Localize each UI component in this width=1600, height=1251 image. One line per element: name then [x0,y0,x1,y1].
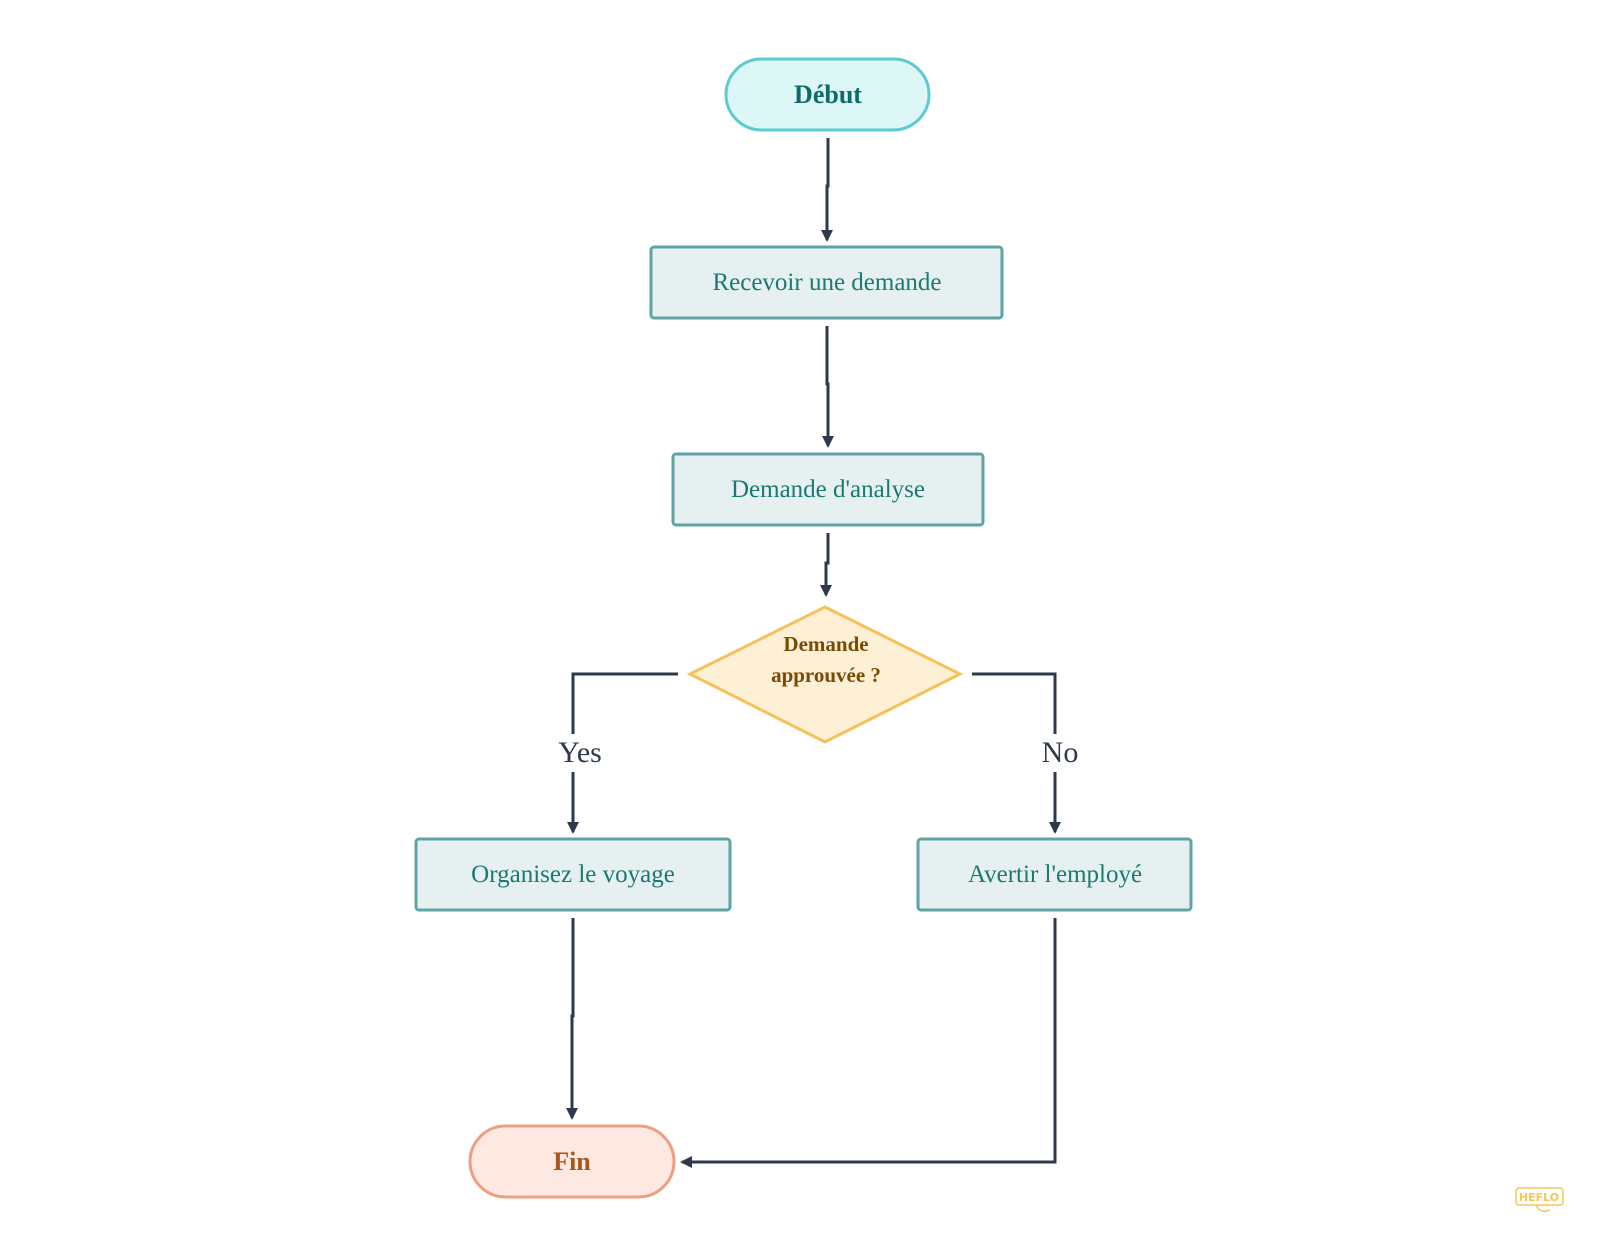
edge-label-no: No [1042,736,1079,769]
node-start: Début [724,57,931,132]
node-receive-request: Recevoir une demande [649,245,1004,320]
heflo-logo-text: HEFLO [1519,1191,1559,1204]
edge-decision-to-notify-upper [972,672,1057,734]
end-label: Fin [553,1147,591,1176]
receive-request-label: Recevoir une demande [712,269,941,296]
heflo-logo-tail [1535,1204,1551,1212]
organize-trip-label: Organisez le voyage [471,861,675,888]
edge-organize-to-end [566,918,578,1120]
end-terminator-shape [468,1124,676,1199]
edge-notify-to-end [680,918,1057,1168]
decision-label-line1: Demande [783,632,868,656]
heflo-logo: HEFLO [1515,1187,1564,1212]
node-analyze-request: Demande d'analyse [671,452,985,527]
edge-receive-to-analyze [822,326,834,448]
node-end: Fin [468,1124,676,1199]
connectors [566,138,1061,1168]
notify-employee-label: Avertir l'employé [968,861,1142,888]
edge-label-yes: Yes [558,736,602,769]
organize-trip-box [414,837,732,912]
node-organize-trip: Organisez le voyage [414,837,732,912]
start-label: Début [794,80,862,109]
decision-label-line2: approuvée ? [771,663,881,687]
edge-analyze-to-decision [820,533,832,597]
node-notify-employee: Avertir l'employé [916,837,1193,912]
notify-employee-box [916,837,1193,912]
receive-request-box [649,245,1004,320]
edge-start-to-receive [821,138,833,242]
node-decision: Demande approuvée ? [686,605,964,744]
analyze-request-box [671,452,985,527]
start-terminator-shape [724,57,931,132]
heflo-logo-frame [1515,1187,1564,1206]
decision-diamond [686,605,964,744]
edge-decision-to-organize-upper [571,672,678,734]
analyze-request-label: Demande d'analyse [731,476,925,503]
